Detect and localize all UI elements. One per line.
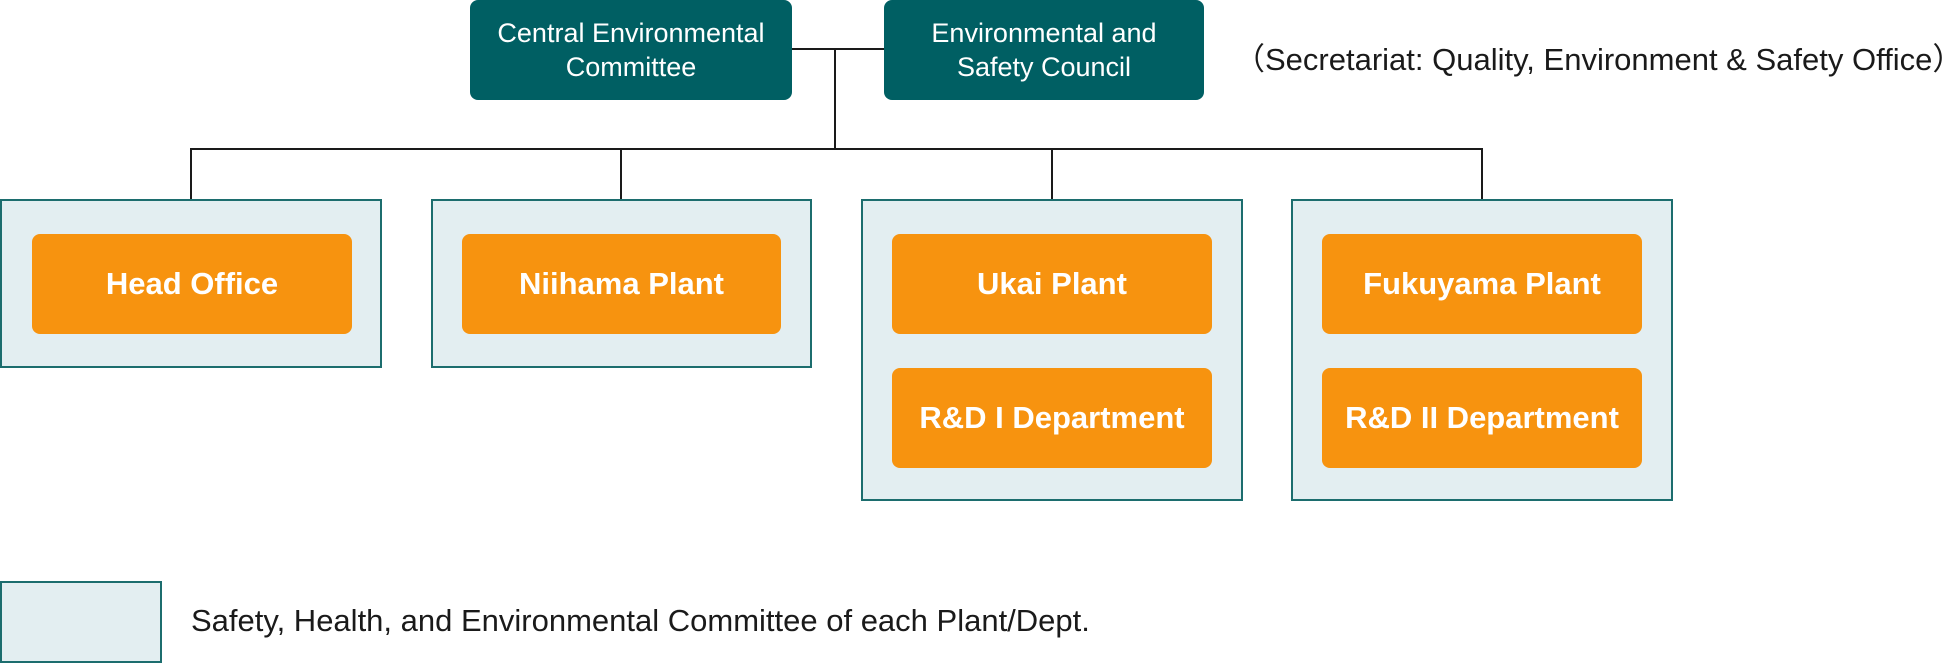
connector-committee-council (792, 48, 884, 50)
connector-drop-niihama (620, 148, 622, 200)
connector-drop-head-office (190, 148, 192, 200)
connector-drop-ukai (1051, 148, 1053, 200)
unit-head-office: Head Office (32, 234, 352, 334)
unit-ukai-plant: Ukai Plant (892, 234, 1212, 334)
unit-fukuyama-plant: Fukuyama Plant (1322, 234, 1642, 334)
connector-horizontal-bus (190, 148, 1483, 150)
environmental-safety-council-box: Environmental and Safety Council (884, 0, 1204, 100)
unit-rd-ii-department: R&D II Department (1322, 368, 1642, 468)
unit-niihama-plant: Niihama Plant (462, 234, 781, 334)
central-environmental-committee-box: Central Environmental Committee (470, 0, 792, 100)
connector-trunk (834, 48, 836, 150)
legend-label: Safety, Health, and Environmental Commit… (191, 603, 1090, 638)
unit-rd-i-department: R&D I Department (892, 368, 1212, 468)
legend-swatch (0, 581, 162, 663)
secretariat-note: （Secretariat: Quality, Environment & Saf… (1234, 42, 1958, 77)
connector-drop-fukuyama (1481, 148, 1483, 200)
